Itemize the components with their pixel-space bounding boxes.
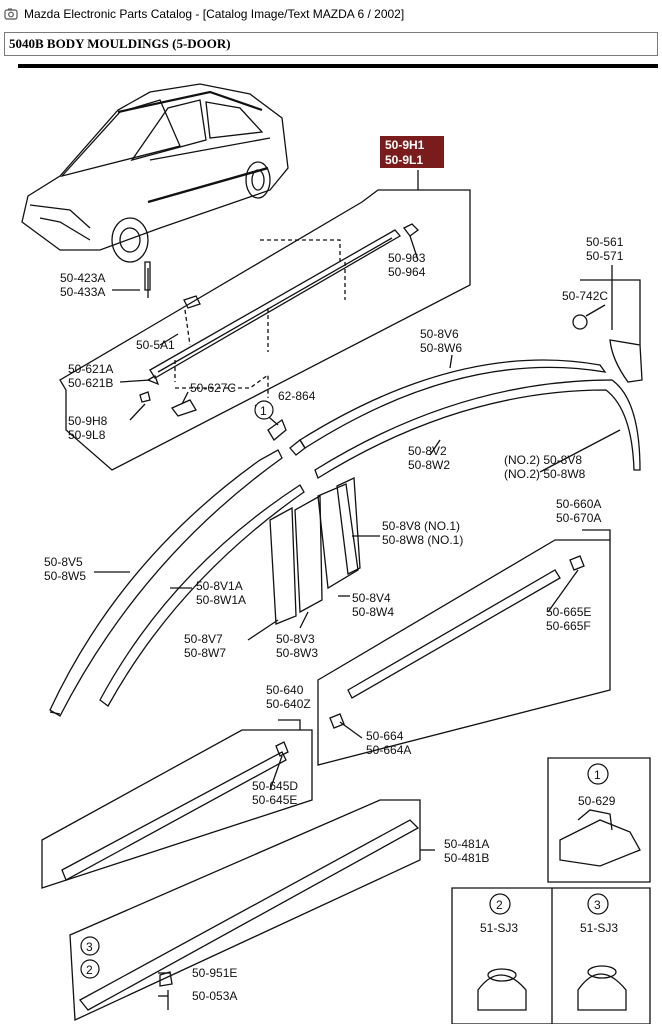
- part-label[interactable]: 50-5A1: [136, 338, 175, 352]
- part-label[interactable]: 50-8W7: [184, 646, 226, 660]
- part-label[interactable]: 50-951E: [192, 966, 237, 980]
- part-label[interactable]: 50-423A: [60, 271, 105, 285]
- car-illustration: [21, 83, 289, 291]
- part-label[interactable]: 50-8W3: [276, 646, 318, 660]
- part-label[interactable]: 50-621B: [68, 376, 113, 390]
- part-label[interactable]: 50-627C: [190, 381, 236, 395]
- part-label[interactable]: 50-8V3: [276, 632, 315, 646]
- part-label[interactable]: 50-8V1A: [196, 579, 243, 593]
- callout-2: 2: [80, 959, 100, 979]
- part-label[interactable]: 50-481B: [444, 851, 489, 865]
- part-label[interactable]: 50-053A: [192, 989, 237, 1003]
- callout-2-detail: 2: [489, 893, 511, 915]
- group-box-roof: [59, 189, 471, 471]
- part-label[interactable]: 50-8W8 (NO.1): [382, 533, 463, 547]
- part-label[interactable]: 50-645E: [252, 793, 297, 807]
- svg-text:2: 2: [496, 898, 503, 912]
- detail-box-clip-629: [547, 757, 651, 883]
- window-titlebar: Mazda Electronic Parts Catalog - [Catalo…: [0, 0, 662, 28]
- part-label[interactable]: 50-8W5: [44, 569, 86, 583]
- part-label[interactable]: 50-8W2: [408, 458, 450, 472]
- svg-text:1: 1: [594, 768, 601, 782]
- part-label[interactable]: 50-964: [388, 265, 426, 279]
- section-title: 5040B BODY MOULDINGS (5-DOOR): [9, 36, 231, 51]
- part-label[interactable]: 50-571: [586, 249, 624, 263]
- part-label[interactable]: 50-433A: [60, 285, 105, 299]
- highlight-line-2: 50-9L1: [385, 153, 423, 167]
- part-label[interactable]: 50-8V7: [184, 632, 223, 646]
- part-label[interactable]: 50-640: [266, 683, 304, 697]
- part-label[interactable]: 50-8V2: [408, 444, 447, 458]
- divider-rule: [18, 64, 658, 68]
- group-box-front-door: [41, 729, 313, 889]
- highlighted-part-label[interactable]: 50-9H1 50-9L1: [380, 136, 444, 168]
- callout-3: 3: [80, 936, 100, 956]
- part-label[interactable]: 50-742C: [562, 289, 608, 303]
- window-title: Mazda Electronic Parts Catalog - [Catalo…: [24, 7, 405, 21]
- part-label[interactable]: 50-664A: [366, 743, 411, 757]
- svg-text:1: 1: [260, 404, 267, 418]
- part-label[interactable]: 50-670A: [556, 511, 601, 525]
- part-label[interactable]: 50-8W4: [352, 605, 394, 619]
- svg-text:2: 2: [86, 963, 93, 977]
- group-box-lower-door: [317, 539, 611, 766]
- part-label[interactable]: 50-9L8: [68, 428, 106, 442]
- svg-text:3: 3: [86, 940, 93, 954]
- part-label[interactable]: 50-481A: [444, 837, 489, 851]
- catalog-app-icon: [4, 8, 18, 20]
- part-label[interactable]: 50-629: [578, 794, 616, 808]
- part-label[interactable]: 50-665F: [546, 619, 591, 633]
- part-label[interactable]: 50-664: [366, 729, 404, 743]
- part-labels: 50-963 50-964 50-423A 50-433A 50-5A1 50-…: [44, 235, 624, 1003]
- part-label[interactable]: 51-SJ3: [580, 921, 618, 935]
- svg-text:3: 3: [594, 898, 601, 912]
- part-label[interactable]: (NO.2) 50-8W8: [504, 467, 586, 481]
- callout-3-detail: 3: [587, 893, 609, 915]
- part-label[interactable]: 50-561: [586, 235, 624, 249]
- part-label[interactable]: 50-8V4: [352, 591, 391, 605]
- part-label[interactable]: 51-SJ3: [480, 921, 518, 935]
- highlight-line-1: 50-9H1: [385, 138, 425, 152]
- detail-box-sj3: [451, 887, 651, 1024]
- part-label[interactable]: 62-864: [278, 389, 316, 403]
- callout-1: 1: [254, 400, 274, 420]
- group-box-sill: [69, 799, 421, 1021]
- part-label[interactable]: 50-8V8 (NO.1): [382, 519, 460, 533]
- part-label[interactable]: 50-665E: [546, 605, 591, 619]
- part-label[interactable]: 50-8W1A: [196, 593, 246, 607]
- part-label[interactable]: 50-621A: [68, 362, 113, 376]
- section-title-bar: 5040B BODY MOULDINGS (5-DOOR): [4, 32, 658, 56]
- callout-1-detail: 1: [587, 763, 609, 785]
- part-label[interactable]: 50-660A: [556, 497, 601, 511]
- part-label[interactable]: 50-8V6: [420, 327, 459, 341]
- part-label[interactable]: 50-963: [388, 251, 426, 265]
- callout-markers: 1 1 3 2 2 3: [80, 400, 609, 979]
- part-label[interactable]: 50-640Z: [266, 697, 311, 711]
- part-label[interactable]: 50-645D: [252, 779, 298, 793]
- part-label[interactable]: 50-8V5: [44, 555, 83, 569]
- part-label[interactable]: 50-8W6: [420, 341, 462, 355]
- part-label[interactable]: 50-9H8: [68, 414, 108, 428]
- part-label[interactable]: (NO.2) 50-8V8: [504, 453, 582, 467]
